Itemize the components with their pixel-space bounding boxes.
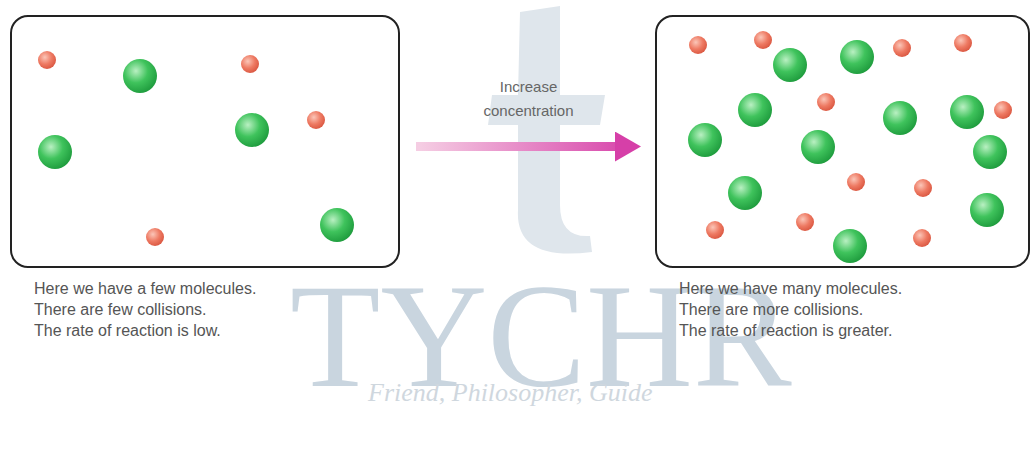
red-molecule — [817, 93, 835, 111]
green-molecule — [688, 123, 722, 157]
green-molecule — [728, 176, 762, 210]
red-molecule — [241, 55, 259, 73]
arrow-label: Increase concentration — [454, 75, 604, 123]
red-molecule — [689, 36, 707, 54]
red-molecule — [754, 31, 772, 49]
left-molecules — [38, 51, 354, 246]
caption-block: Here we have many molecules.There are mo… — [679, 278, 902, 341]
green-molecule — [801, 130, 835, 164]
green-molecule — [970, 193, 1004, 227]
right-molecules — [688, 31, 1012, 263]
red-molecule — [146, 228, 164, 246]
red-molecule — [847, 173, 865, 191]
red-molecule — [954, 34, 972, 52]
caption-text: There are more collisions. — [679, 299, 902, 320]
red-molecule — [994, 101, 1012, 119]
red-molecule — [893, 39, 911, 57]
green-molecule — [123, 59, 157, 93]
caption-text: There are few collisions. — [34, 299, 256, 320]
green-molecule — [973, 135, 1007, 169]
red-molecule — [914, 179, 932, 197]
reaction-vessel: Here we have many molecules.There are mo… — [655, 15, 1030, 268]
green-molecule — [738, 93, 772, 127]
red-molecule — [307, 111, 325, 129]
red-molecule — [706, 221, 724, 239]
logo-watermark — [488, 6, 605, 254]
caption-text: Here we have a few molecules. — [34, 278, 256, 299]
green-molecule — [773, 48, 807, 82]
caption-text: Here we have many molecules. — [679, 278, 902, 299]
red-molecule — [913, 229, 931, 247]
green-molecule — [950, 95, 984, 129]
green-molecule — [235, 113, 269, 147]
watermark-text: Friend, Philosopher, Guide — [368, 380, 653, 406]
caption-block: Here we have a few molecules.There are f… — [34, 278, 256, 341]
green-molecule — [320, 208, 354, 242]
green-molecule — [883, 101, 917, 135]
reaction-vessel: Here we have a few molecules.There are f… — [10, 15, 400, 268]
red-molecule — [38, 51, 56, 69]
green-molecule — [840, 40, 874, 74]
increase-arrow — [416, 142, 619, 151]
green-molecule — [833, 229, 867, 263]
caption-text: The rate of reaction is low. — [34, 320, 256, 341]
caption-text: The rate of reaction is greater. — [679, 320, 902, 341]
red-molecule — [796, 213, 814, 231]
green-molecule — [38, 135, 72, 169]
